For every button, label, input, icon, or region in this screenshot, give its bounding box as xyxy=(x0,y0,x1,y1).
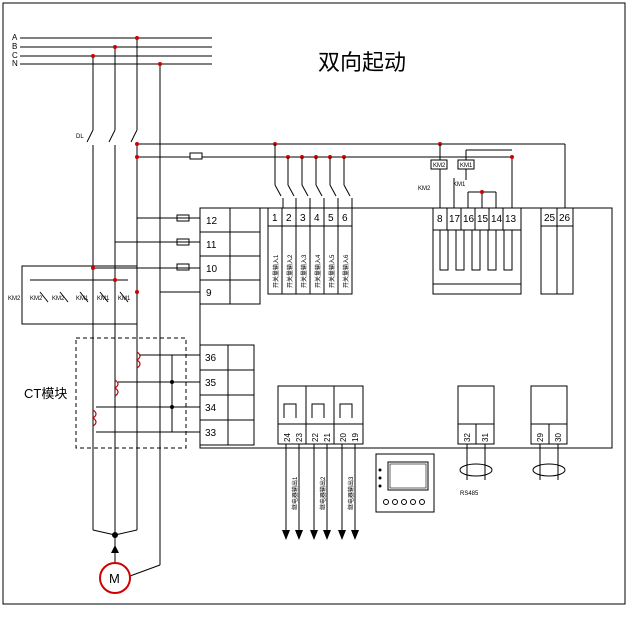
coil-km1-label: KM1 xyxy=(460,163,473,169)
km-contactor-group: KM2 KM2 KM2 KM1 KM1 KM1 xyxy=(8,265,139,325)
terminal-block-di: 1 2 3 4 5 6 开关量输入1 开关量输入2 开关量输入3 开关量输入4 … xyxy=(267,207,353,295)
motor-connection: M xyxy=(92,529,161,594)
terminal-33: 33 xyxy=(205,428,217,439)
di-label-6: 开关量输入6 xyxy=(342,254,350,288)
terminal-23: 23 xyxy=(295,433,304,442)
terminal-block-ct: 36 35 34 33 xyxy=(199,344,255,446)
contact-km1-c: KM1 xyxy=(118,296,131,302)
terminal-32: 32 xyxy=(463,433,472,442)
terminal-15: 15 xyxy=(477,214,489,225)
terminal-2: 2 xyxy=(286,213,292,224)
motor xyxy=(99,562,131,594)
bus-label-a: A xyxy=(12,33,18,42)
terminal-10: 10 xyxy=(206,264,218,275)
terminal-1: 1 xyxy=(272,213,278,224)
di-label-2: 开关量输入2 xyxy=(286,254,294,288)
terminal-17: 17 xyxy=(449,214,461,225)
bus-label-c: C xyxy=(12,51,18,60)
breaker-label: DL xyxy=(76,134,84,140)
km-coils: KM2 KM1 KM2 KM1 xyxy=(418,144,512,208)
terminal-16: 16 xyxy=(463,214,475,225)
motor-label: M xyxy=(109,571,120,586)
terminal-block-ao: 24 23 22 21 20 19 xyxy=(277,385,364,445)
terminal-block-do: 8 17 16 15 14 13 xyxy=(432,207,522,295)
phase-lines xyxy=(91,36,162,565)
terminal-14: 14 xyxy=(491,214,503,225)
terminal-25: 25 xyxy=(544,213,556,224)
ct-module-label: CT模块 xyxy=(24,386,67,401)
contact-km2-c: KM2 xyxy=(52,296,65,302)
terminal-24: 24 xyxy=(283,433,292,442)
terminal-21: 21 xyxy=(323,433,332,442)
comm1-label: RS485 xyxy=(460,491,479,497)
display-module xyxy=(375,453,435,513)
terminal-4: 4 xyxy=(314,213,320,224)
contact-km2-a: KM2 xyxy=(8,296,21,302)
breaker-dl: DL xyxy=(76,129,138,530)
terminal-19: 19 xyxy=(351,433,360,442)
diagram-title: 双向起动 xyxy=(318,50,406,75)
terminal-block-power: 25 26 xyxy=(540,207,574,295)
frame xyxy=(2,2,626,605)
contact-km1-a: KM1 xyxy=(76,296,89,302)
di-switches xyxy=(274,144,353,208)
contact-km1-b: KM1 xyxy=(97,296,110,302)
ct-module-outline xyxy=(75,337,187,449)
ao-label-1: 继电器输出1 xyxy=(291,476,299,510)
terminal-5: 5 xyxy=(328,213,334,224)
terminal-34: 34 xyxy=(205,403,217,414)
terminal-block-comm1: 32 31 RS485 xyxy=(457,385,495,497)
di-label-1: 开关量输入1 xyxy=(272,254,280,288)
terminal-13: 13 xyxy=(505,214,517,225)
ct-module: CT模块 xyxy=(24,337,200,449)
terminal-20: 20 xyxy=(339,433,348,442)
terminal-11: 11 xyxy=(206,240,217,251)
terminal-9: 9 xyxy=(206,288,212,299)
terminal-35: 35 xyxy=(205,378,217,389)
terminal-36: 36 xyxy=(205,353,217,364)
di-label-3: 开关量输入3 xyxy=(300,254,308,288)
di-label-5: 开关量输入5 xyxy=(328,254,336,288)
terminal-block-left: 12 11 10 9 xyxy=(93,207,261,305)
terminal-3: 3 xyxy=(300,213,306,224)
terminal-6: 6 xyxy=(342,213,348,224)
display-screen xyxy=(387,461,429,491)
control-power xyxy=(135,142,566,208)
bus-label-n: N xyxy=(12,59,18,68)
terminal-12: 12 xyxy=(206,216,218,227)
bus-lines: A B C N xyxy=(12,33,212,68)
terminal-block-comm2: 29 30 xyxy=(530,385,568,480)
terminal-8: 8 xyxy=(437,214,443,225)
terminal-30: 30 xyxy=(554,433,563,442)
ao-label-3: 继电器输出3 xyxy=(347,476,355,510)
di-label-4: 开关量输入4 xyxy=(314,254,322,288)
coil-km2-label: KM2 xyxy=(433,163,446,169)
terminal-31: 31 xyxy=(481,433,490,442)
terminal-26: 26 xyxy=(559,213,571,224)
interlock-km1-label: KM1 xyxy=(453,182,466,188)
bus-label-b: B xyxy=(12,42,17,51)
ao-label-2: 继电器输出2 xyxy=(319,476,327,510)
contact-km2-b: KM2 xyxy=(30,296,43,302)
interlock-km2-label: KM2 xyxy=(418,186,431,192)
terminal-22: 22 xyxy=(311,433,320,442)
ao-outputs: 继电器输出1 继电器输出2 继电器输出3 xyxy=(282,444,359,540)
terminal-29: 29 xyxy=(536,433,545,442)
